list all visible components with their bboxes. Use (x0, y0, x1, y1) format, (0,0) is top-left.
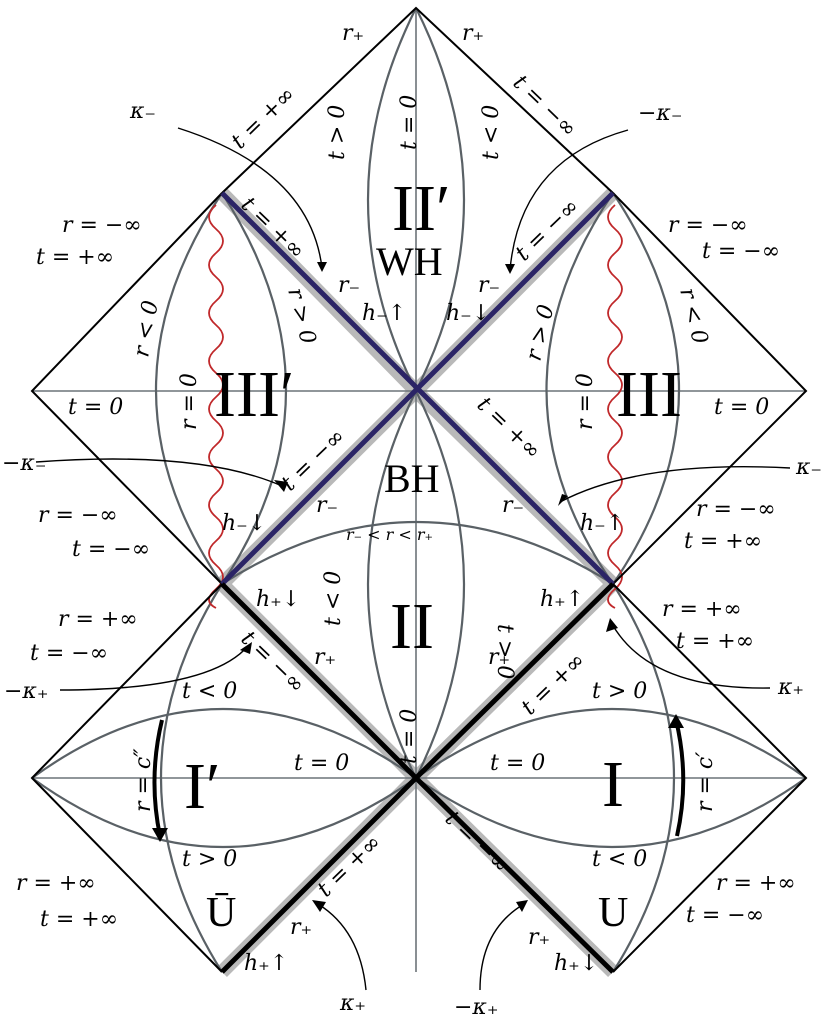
label-h-plus-down-bottom: h₊↓ (554, 951, 598, 976)
label-h-minus-down-bh-left: h₋↓ (222, 511, 266, 536)
label-t-lt-0-II: t < 0 (321, 571, 346, 626)
region-III-prime: III′ (214, 358, 294, 431)
label-r-plus-inf-U-bar: r = +∞ (16, 871, 96, 896)
label-t-minus-inf-top-right: t = −∞ (508, 70, 581, 142)
label-h-minus-up-bh-right: h₋↑ (580, 511, 624, 536)
label-t-plus-inf-left-edge: t = +∞ (36, 245, 114, 270)
label-minus-kappa-plus-left: −κ₊ (4, 679, 48, 704)
label-r-minus-wh-right: r₋ (478, 273, 500, 298)
label-t-gt-0-II: t > 0 (492, 624, 517, 679)
math-labels: r₊ r₊ t = +∞ t = −∞ κ₋ −κ₋ t > 0 t = 0 t… (2, 21, 822, 1020)
label-t-plus-inf-lower-right: t = +∞ (684, 529, 762, 554)
label-h-plus-up-bottom: h₊↑ (244, 951, 288, 976)
label-t-0-top: t = 0 (397, 95, 422, 150)
label-t-minus-inf-right-edge: t = −∞ (702, 239, 780, 264)
label-r-minus-inf-lower-right: r = −∞ (696, 497, 776, 522)
thick-arrows (152, 714, 686, 842)
label-minus-kappa-minus-top: −κ₋ (638, 101, 682, 126)
label-r-minus-bh-left: r₋ (316, 493, 338, 518)
annotation-arrows (35, 127, 791, 991)
label-t-plus-inf-top-left: t = +∞ (227, 82, 300, 154)
label-r-minus-bh-right: r₋ (502, 493, 524, 518)
label-rplus-top-left: r₊ (342, 21, 364, 46)
label-r-gt-0-right: r > 0 (522, 302, 560, 363)
label-h-plus-up-right: h₊↑ (540, 587, 584, 612)
outer-horizons (220, 582, 615, 974)
label-kappa-plus-right: κ₊ (777, 675, 804, 700)
label-r-minus-inf-t-plus-left: r = −∞ (62, 213, 142, 238)
label-t-plus-inf-U-bar: t = +∞ (40, 907, 118, 932)
region-I-prime: I′ (184, 750, 220, 823)
label-r-eq-0-right: r = 0 (573, 373, 598, 430)
label-t-gt-0-I: t > 0 (592, 679, 647, 704)
label-r-eq-0-left: r = 0 (177, 373, 202, 430)
label-r-minus-wh-left: r₋ (338, 273, 360, 298)
label-h-minus-down-wh: h₋↓ (446, 301, 490, 326)
region-labels: II′ WH III′ III BH II I′ I Ū U (184, 172, 682, 936)
label-r-plus-bottom-right: r₊ (528, 925, 550, 950)
label-t-minus-inf-lower-left: t = −∞ (72, 537, 150, 562)
label-minus-kappa-plus-bottom: −κ₊ (454, 995, 498, 1020)
label-r-range-bh: r₋ < r < r₊ (346, 525, 433, 544)
label-r-plus-bottom-left: r₊ (290, 915, 312, 940)
label-t-minus-inf-I-prime: t = −∞ (30, 641, 108, 666)
label-r-plus-II-right: r₊ (488, 645, 510, 670)
label-h-plus-down-left: h₊↓ (256, 587, 300, 612)
label-t-0-I-prime: t = 0 (294, 751, 349, 776)
region-II-prime: II′ (392, 172, 450, 245)
label-r-plus-inf-I: r = +∞ (662, 597, 742, 622)
label-h-minus-up: h₋↑ (362, 301, 406, 326)
label-kappa-plus-bottom: κ₊ (339, 991, 366, 1016)
singularities (208, 204, 623, 609)
label-t-plus-inf-I: t = +∞ (676, 629, 754, 654)
inner-horizons (220, 191, 615, 586)
label-minus-kappa-minus-mid: −κ₋ (2, 451, 46, 476)
label-t-0-I: t = 0 (490, 751, 545, 776)
label-t-lt-0-top: t < 0 (479, 105, 504, 160)
coordinate-curves (31, 7, 807, 973)
region-U: U (598, 890, 628, 936)
region-II: II (390, 590, 434, 663)
label-t-eq-0-left-mid: t = 0 (68, 395, 123, 420)
label-t-minus-inf-bottom-right-diag: t = −∞ (440, 806, 513, 878)
label-r-minus-inf-t-minus-right: r = −∞ (668, 213, 748, 238)
left-singularity (208, 204, 224, 609)
boundary (30, 6, 808, 973)
label-r-plus-inf-I-prime: r = +∞ (58, 607, 138, 632)
label-r-c-prime: r = c′ (693, 752, 718, 812)
label-r-lt-0-right: r < 0 (674, 285, 712, 346)
label-r-c-double-prime: r = c″ (131, 748, 156, 812)
label-kappa-minus-top: κ₋ (129, 99, 156, 124)
region-WH: WH (376, 239, 443, 284)
label-t-eq-0-right-mid: t = 0 (714, 395, 769, 420)
label-t-lt-0-I-prime: t < 0 (182, 679, 237, 704)
region-U-bar: Ū (206, 890, 236, 936)
label-t-0-II: t = 0 (397, 709, 422, 764)
label-t-minus-inf-U: t = −∞ (686, 903, 764, 928)
label-r-plus-II-left: r₊ (314, 645, 336, 670)
right-singularity (607, 204, 623, 609)
label-t-gt-0-U-bar: t > 0 (182, 847, 237, 872)
region-I: I (602, 748, 624, 821)
label-r-plus-inf-U: r = +∞ (716, 871, 796, 896)
region-BH: BH (384, 456, 440, 501)
label-kappa-minus-mid: κ₋ (795, 455, 822, 480)
label-r-minus-inf-lower-left: r = −∞ (38, 503, 118, 528)
label-t-lt-0-U: t < 0 (592, 847, 647, 872)
label-rplus-top-right: r₊ (462, 21, 484, 46)
region-III: III (616, 358, 682, 431)
label-t-gt-0-top: t > 0 (325, 105, 350, 160)
